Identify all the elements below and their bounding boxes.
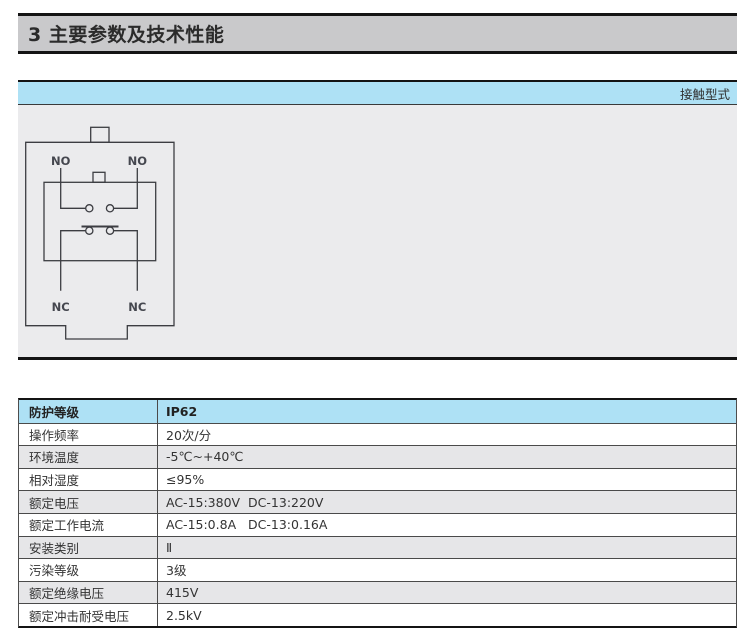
no-right-lead bbox=[113, 168, 138, 209]
spec-label: 安装类别 bbox=[19, 536, 158, 559]
table-row: 额定绝缘电压 415V bbox=[19, 580, 736, 604]
no-contact-left bbox=[85, 204, 94, 213]
nc-left-lead bbox=[60, 230, 86, 291]
table-row: 额定电压 AC-15:380V DC-13:220V bbox=[19, 490, 736, 513]
spec-table: 防护等级 IP62 操作频率 20次/分 环境温度 -5℃~+40℃ 相对湿度 … bbox=[18, 398, 737, 628]
spec-label: 环境温度 bbox=[19, 446, 158, 468]
contact-type-panel: 接触型式 NO NO NC NC bbox=[18, 80, 737, 364]
section-header: 3 主要参数及技术性能 bbox=[18, 13, 737, 54]
spec-label: 污染等级 bbox=[19, 559, 158, 581]
nc-right-lead bbox=[113, 230, 138, 291]
table-row: 额定工作电流 AC-15:0.8A DC-13:0.16A bbox=[19, 512, 736, 536]
no-contact-right bbox=[105, 204, 115, 213]
nc-contact-right bbox=[105, 226, 115, 235]
table-row: 防护等级 IP62 bbox=[19, 400, 736, 423]
spec-value: 3级 bbox=[166, 563, 187, 579]
spec-value: Ⅱ bbox=[166, 539, 173, 555]
housing-outline bbox=[25, 141, 175, 340]
spec-label: 额定绝缘电压 bbox=[19, 581, 158, 604]
table-row: 额定冲击耐受电压 2.5kV bbox=[19, 603, 736, 626]
contact-schematic-diagram: NO NO NC NC bbox=[25, 126, 175, 340]
housing-top-tab bbox=[90, 126, 110, 143]
table-row: 环境温度 -5℃~+40℃ bbox=[19, 445, 736, 468]
spec-value: IP62 bbox=[166, 403, 198, 419]
spec-value: -5℃~+40℃ bbox=[166, 449, 244, 465]
spec-label: 操作频率 bbox=[19, 423, 158, 446]
spec-label: 相对湿度 bbox=[19, 468, 158, 491]
spec-label: 额定工作电流 bbox=[19, 513, 158, 536]
spec-label: 额定电压 bbox=[19, 491, 158, 513]
section-title: 3 主要参数及技术性能 bbox=[28, 24, 225, 46]
spec-value: AC-15:0.8A DC-13:0.16A bbox=[166, 517, 328, 533]
contact-diagram-area: NO NO NC NC bbox=[18, 105, 737, 360]
terminal-label-no-left: NO bbox=[51, 154, 71, 168]
table-row: 污染等级 3级 bbox=[19, 558, 736, 581]
terminal-label-no-right: NO bbox=[128, 154, 148, 168]
table-row: 相对湿度 ≤95% bbox=[19, 467, 736, 491]
contact-block-tab bbox=[92, 171, 106, 183]
contact-type-title: 接触型式 bbox=[679, 86, 730, 102]
spec-value: 415V bbox=[166, 585, 199, 601]
spec-label: 防护等级 bbox=[19, 400, 158, 423]
table-row: 安装类别 Ⅱ bbox=[19, 535, 736, 559]
terminal-label-nc-left: NC bbox=[52, 300, 70, 314]
terminal-label-nc-right: NC bbox=[128, 300, 146, 314]
spec-value: 2.5kV bbox=[166, 607, 202, 623]
nc-contact-left bbox=[85, 226, 94, 235]
spec-value: ≤95% bbox=[166, 472, 205, 488]
spec-value: AC-15:380V DC-13:220V bbox=[166, 494, 324, 510]
no-left-lead bbox=[60, 168, 86, 209]
contact-type-title-bar: 接触型式 bbox=[18, 82, 737, 105]
spec-value: 20次/分 bbox=[166, 427, 212, 443]
spec-label: 额定冲击耐受电压 bbox=[19, 604, 158, 626]
table-row: 操作频率 20次/分 bbox=[19, 422, 736, 446]
